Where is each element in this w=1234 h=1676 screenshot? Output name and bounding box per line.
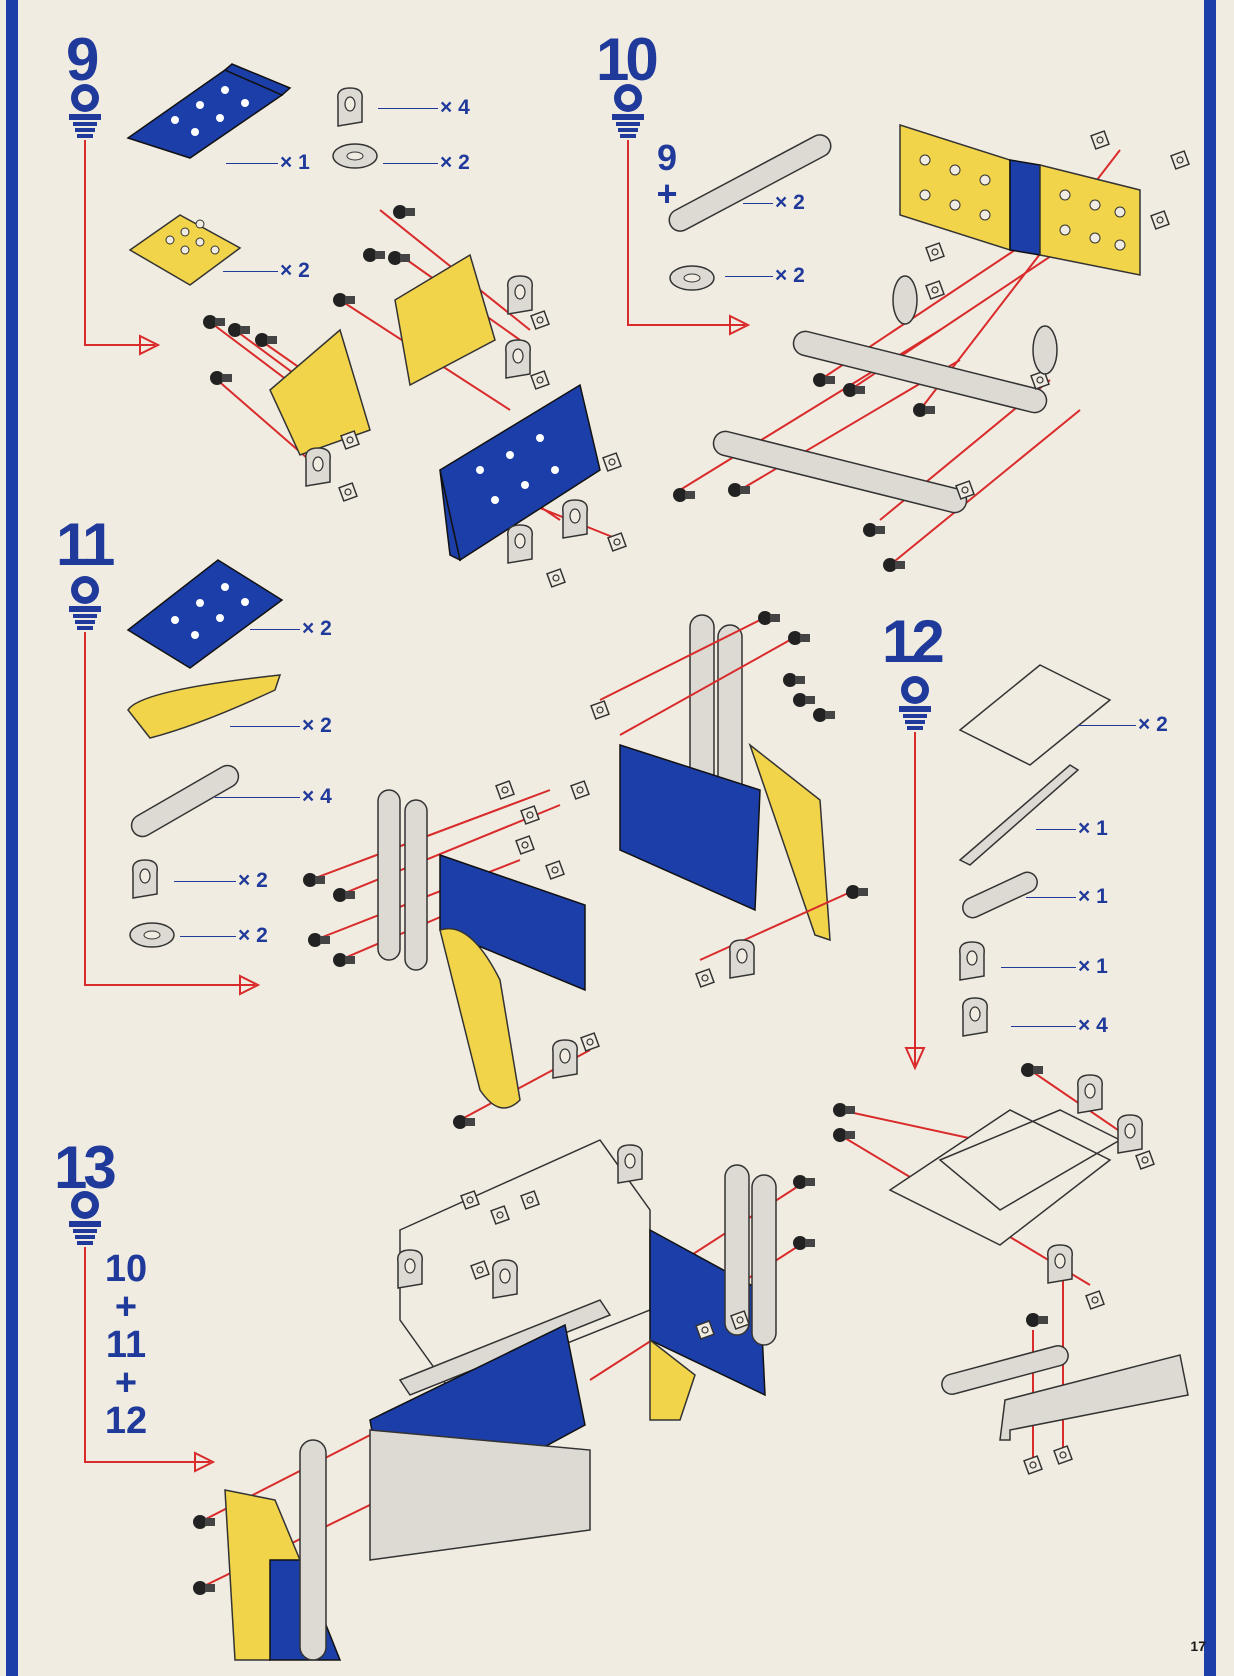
step-9-illustration (69, 63, 627, 588)
step-11-qty-triangular-plate: × 2 (230, 715, 332, 736)
step-13-number: 13 (54, 1134, 117, 1201)
combine-step-ref: 10 (104, 1248, 148, 1290)
step-10-combine: 9 + (655, 140, 679, 212)
page-number: 17 (1190, 1638, 1206, 1654)
step-11-qty-flexible-plate: × 2 (250, 618, 332, 639)
step-12-qty-washer: × 4 (1011, 1015, 1108, 1036)
step-9-qty-washer: × 2 (383, 152, 470, 173)
step-11-illustration (69, 559, 868, 1129)
step-11-qty-bracket: × 2 (174, 870, 268, 891)
step-9-qty-square-plate: × 2 (223, 260, 310, 281)
step-12-qty-bracket: × 1 (1001, 956, 1108, 977)
step-12-number: 12 (882, 608, 945, 675)
step-10-qty-washer: × 2 (725, 265, 805, 286)
step-11-number: 11 (56, 511, 115, 578)
combine-plus: + (114, 1286, 138, 1328)
step-11-qty-strip: × 4 (215, 786, 332, 807)
combine-step-ref: 11 (105, 1324, 147, 1366)
step-13-combine: 10 + 11 + 12 (104, 1250, 148, 1440)
step-12-qty-angle-strip: × 1 (1036, 818, 1108, 839)
combine-step-ref: 12 (104, 1400, 148, 1442)
step-9-qty-bracket: × 4 (378, 97, 470, 118)
combine-plus: + (114, 1362, 138, 1404)
step-9-number: 9 (66, 26, 99, 93)
step-12-illustration (833, 664, 1189, 1475)
combine-plus: + (656, 173, 678, 214)
step-9-qty-flanged-plate: × 1 (226, 152, 310, 173)
step-10-qty-strip: × 2 (743, 192, 805, 213)
combine-step-ref: 9 (656, 137, 678, 178)
step-12-qty-short-strip: × 1 (1026, 886, 1108, 907)
step-10-illustration (612, 84, 1190, 572)
step-11-qty-washer: × 2 (180, 925, 268, 946)
step-12-qty-plate: × 2 (1078, 714, 1168, 735)
step-13-illustration (69, 1139, 815, 1661)
step-10-number: 10 (596, 26, 659, 93)
